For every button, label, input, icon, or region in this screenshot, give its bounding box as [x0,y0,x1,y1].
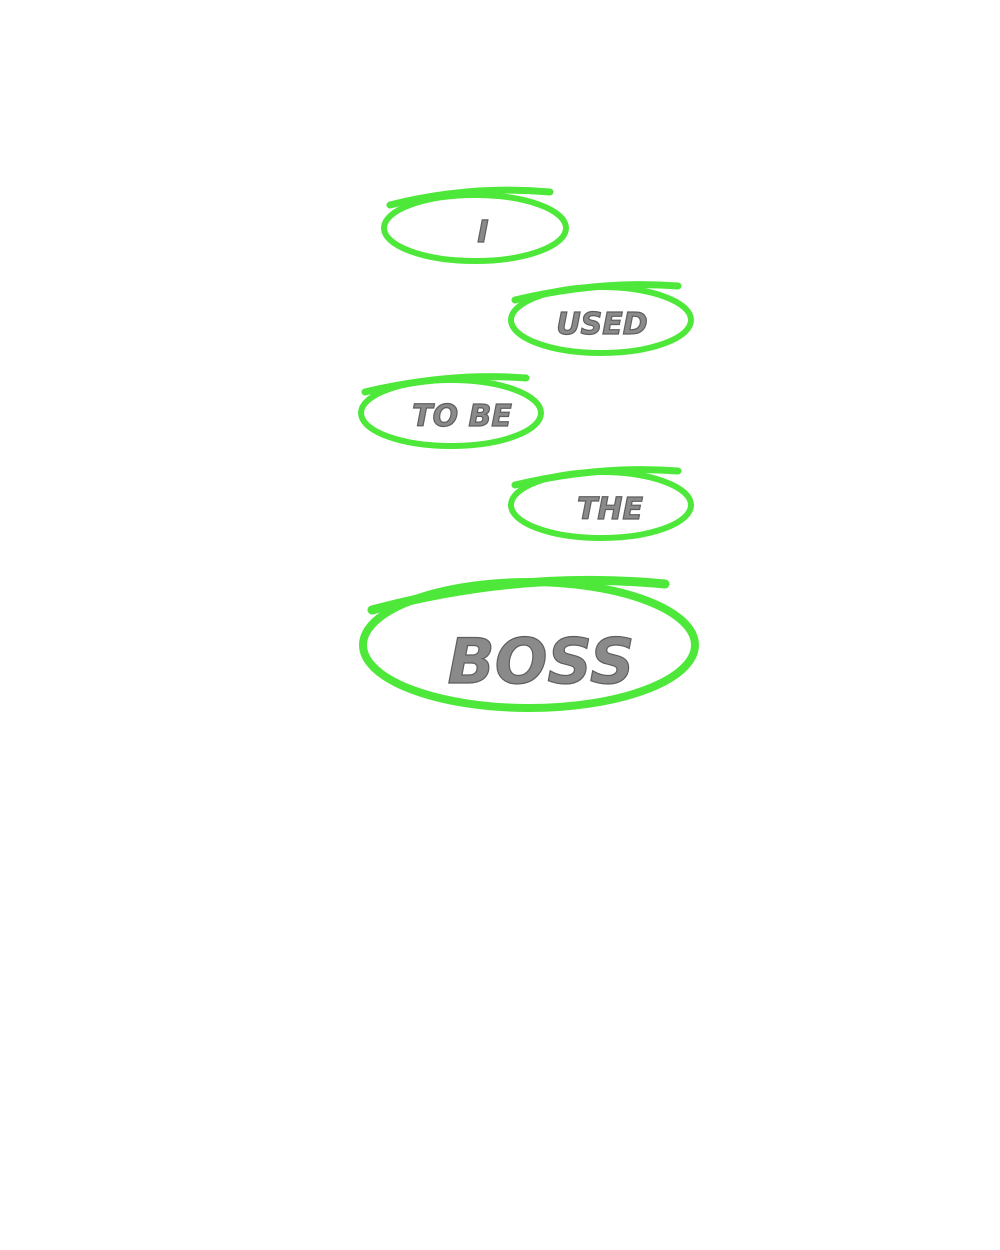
spray-stroke [361,373,530,396]
spray-stroke [367,575,670,615]
word-bubble-to-be: TO BE [358,373,544,449]
word-bubble-used: USED [508,281,694,356]
word-text: THE [577,492,644,527]
word-bubble-boss: BOSS [359,575,699,712]
spray-stroke [511,281,682,304]
word-text: I [477,215,488,250]
spray-stroke [511,466,682,489]
word-text: BOSS [447,625,634,698]
word-bubble-the: THE [508,466,694,541]
spray-ellipse [381,192,569,264]
word-text: TO BE [412,399,512,434]
word-bubble-i: I [381,186,569,264]
word-text: USED [556,307,647,342]
spray-stroke [386,186,554,209]
